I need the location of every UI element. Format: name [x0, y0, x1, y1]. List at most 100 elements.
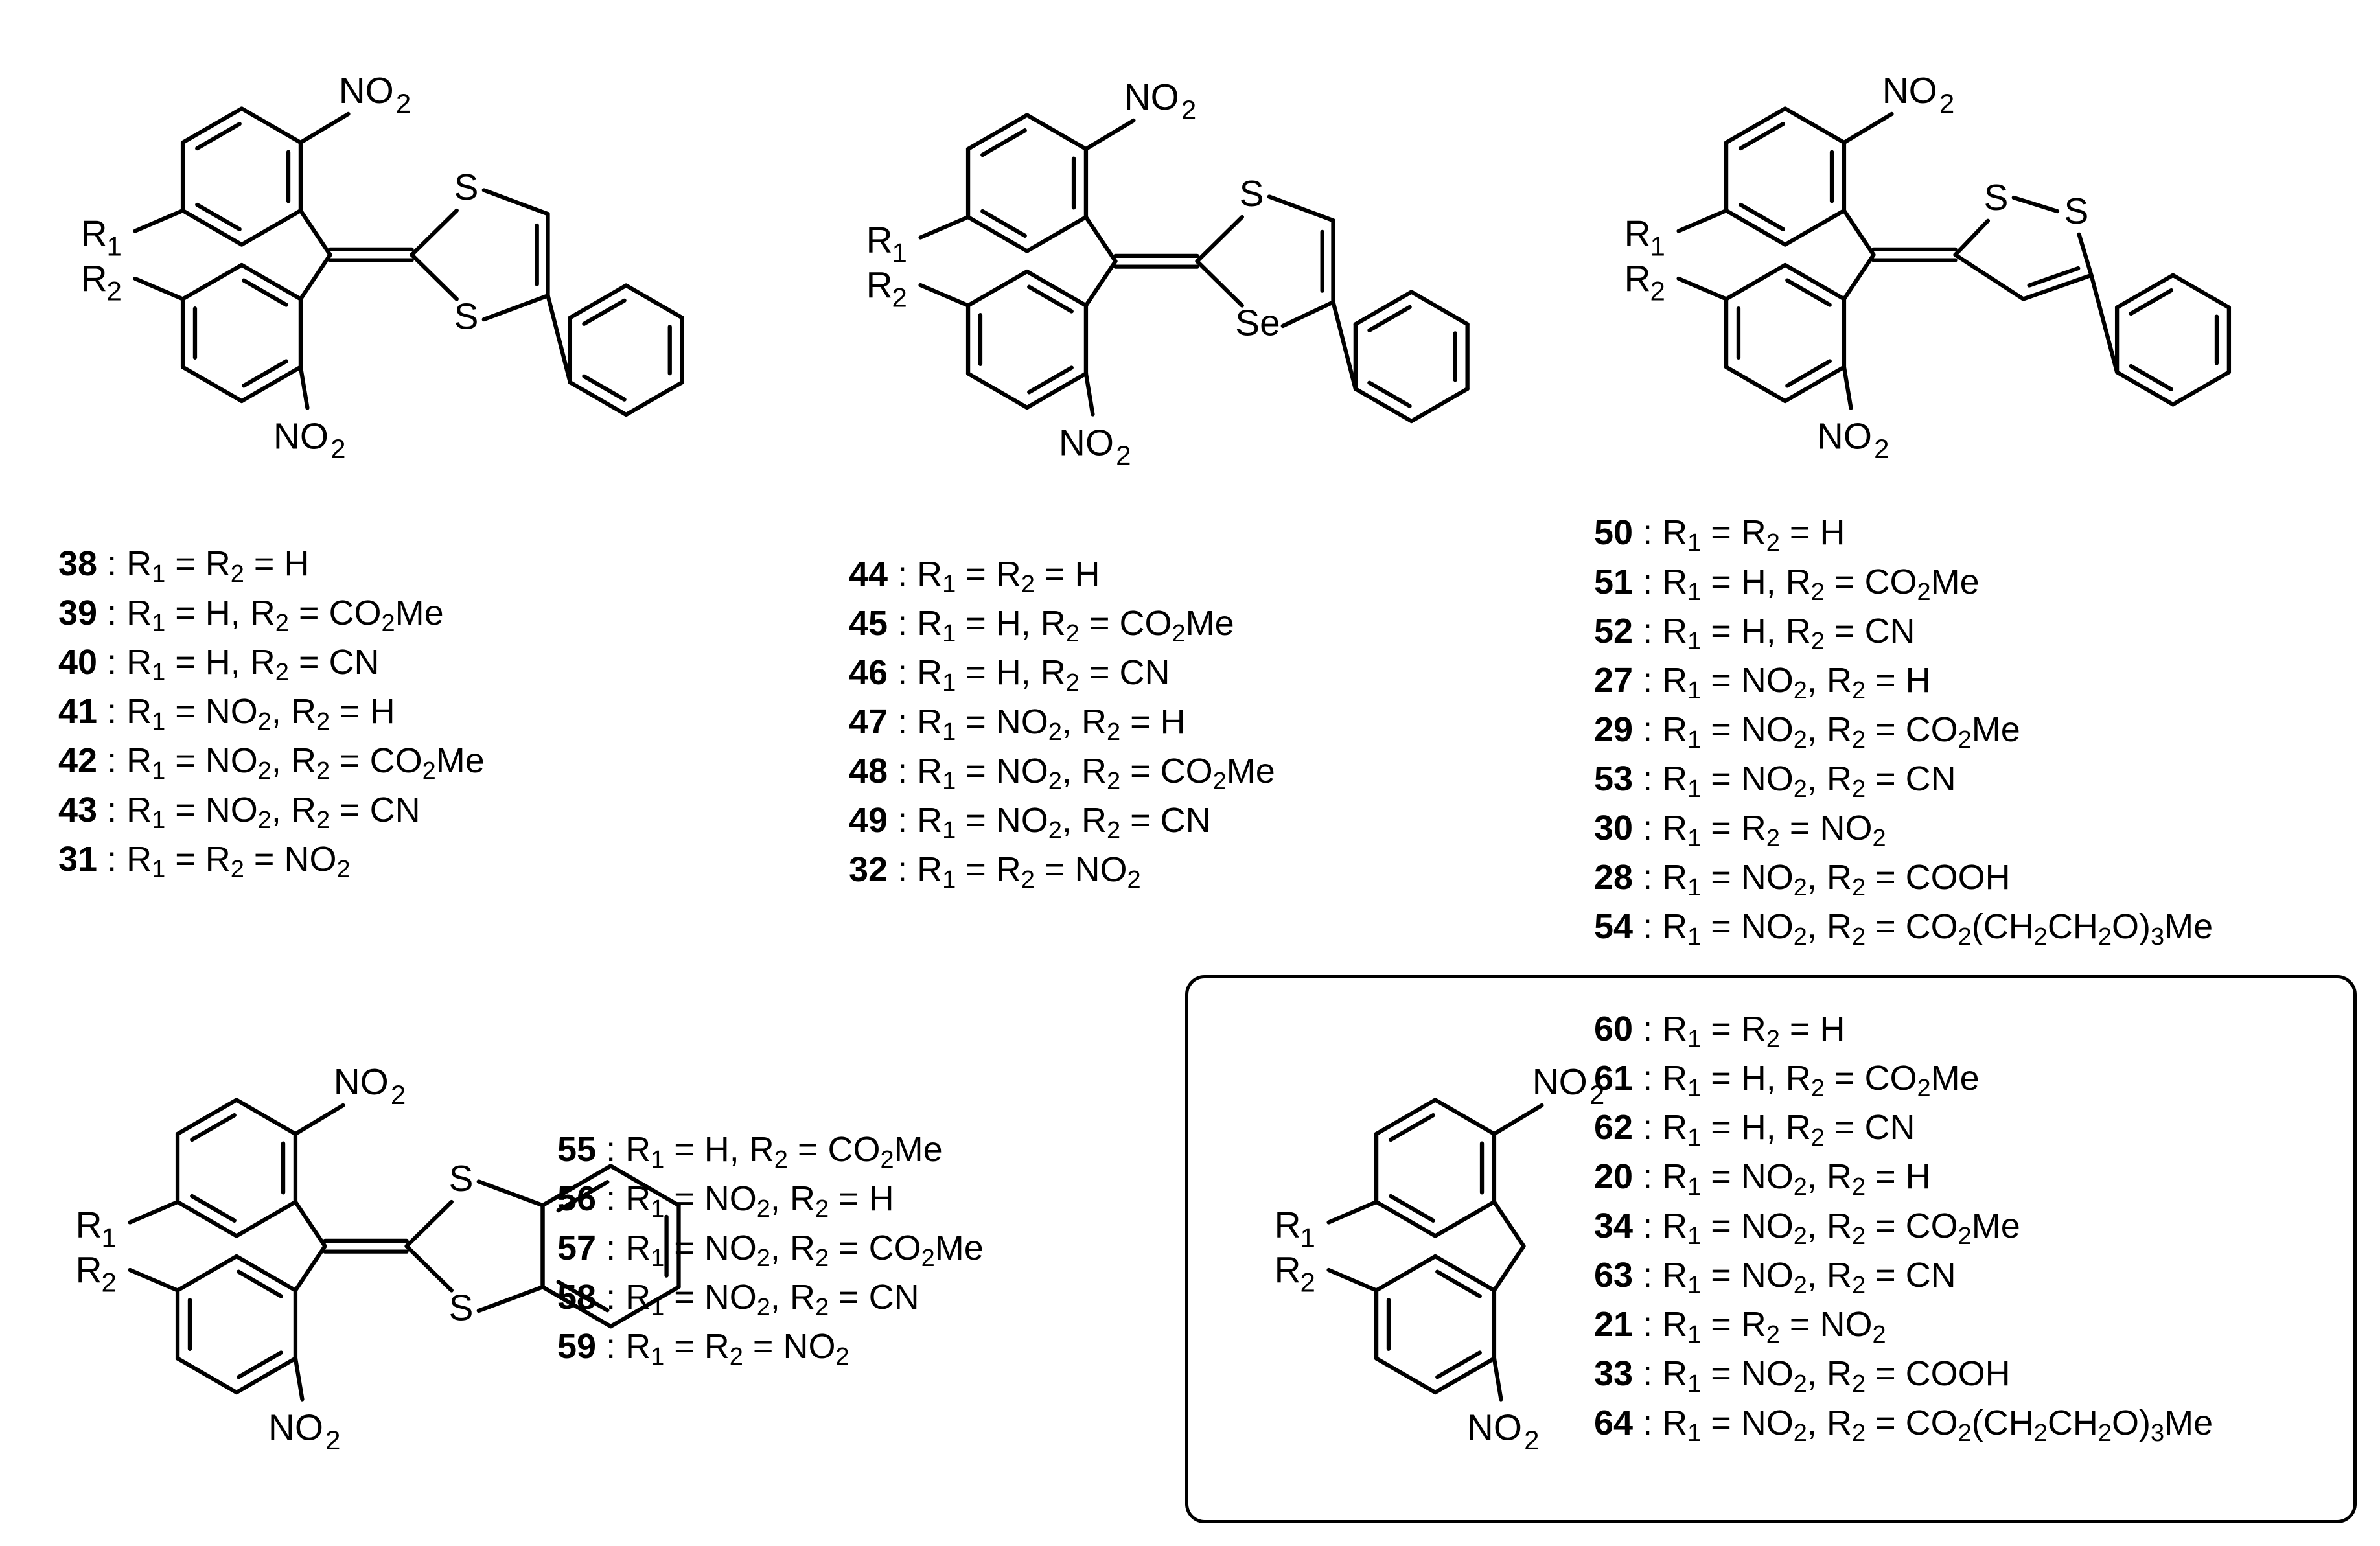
substituent-subscript: 2	[1793, 1420, 1807, 1447]
r-subscript: 1	[942, 620, 956, 647]
compound-number: 56	[557, 1179, 597, 1218]
r-subscript: 1	[1687, 529, 1702, 557]
r-subscript: 2	[1065, 669, 1080, 697]
substituent-value: CO	[1905, 1403, 1958, 1442]
nitro-label: NO	[1532, 1062, 1588, 1103]
r-subscript: 1	[1687, 825, 1702, 852]
compound-number: 39	[58, 594, 98, 632]
r-subscript: 2	[275, 659, 289, 686]
atom-subscript: 2	[1524, 1425, 1539, 1455]
r-subscript: 1	[1687, 1370, 1702, 1398]
r-label: R	[1826, 1354, 1852, 1393]
r1-label: R	[1275, 1205, 1301, 1246]
compound-entry: 46 : R1 = H, R2 = CN	[849, 653, 1170, 697]
substituent-subscript: 2	[381, 610, 395, 637]
substituent-value: H	[868, 1179, 894, 1218]
compound-number: 48	[849, 752, 888, 790]
ring-bond	[2011, 195, 2060, 214]
substituent-value: NO	[1740, 1354, 1794, 1393]
r-subscript: 1	[1687, 1223, 1702, 1250]
substituent-subscript: 2	[1793, 1223, 1807, 1250]
substituent-subscript: 2	[1917, 579, 1931, 606]
r-subscript: 2	[1766, 1321, 1780, 1348]
r-subscript: 1	[152, 560, 166, 588]
benzo-bond	[239, 106, 303, 145]
r-label: R	[1826, 1157, 1852, 1196]
compound-entry: 57 : R1 = NO2, R2 = CO2Me	[557, 1229, 984, 1272]
r-label: R	[1826, 710, 1852, 749]
r1-label: R	[1624, 214, 1651, 255]
r-label: R	[1662, 1354, 1688, 1393]
nitro-label: NO	[273, 416, 329, 457]
phenyl-bond	[2089, 273, 2120, 375]
substituent-value: NO	[995, 752, 1048, 790]
compound-number: 28	[1594, 858, 1634, 897]
substituent-value: H	[1820, 513, 1845, 552]
substituent-subscript: 2	[1793, 776, 1807, 803]
substituent-tail: Me	[894, 1130, 943, 1169]
nitro-bond	[293, 1356, 305, 1402]
benzo-bond	[180, 262, 244, 301]
substituent-subscript: 2	[1048, 817, 1062, 844]
atom-subscript: 2	[325, 1425, 340, 1455]
benzo-bond	[234, 1199, 298, 1238]
substituent-value: NO	[1740, 661, 1794, 700]
substituent-value: CN	[1864, 1108, 1915, 1147]
r-subscript: 1	[1687, 726, 1702, 754]
phenyl-bond	[1409, 386, 1470, 424]
substituent-subscript: 2	[1048, 768, 1062, 795]
substituent-tail: Me	[435, 741, 485, 780]
r-label: R	[1662, 858, 1688, 897]
substituent-subscript: 2	[1793, 874, 1807, 901]
phenyl-bond	[546, 294, 573, 385]
substituent-value: CN	[1905, 759, 1956, 798]
r-subscript: 2	[230, 856, 244, 883]
substituent-value: H	[1740, 1108, 1766, 1147]
r-label: R	[249, 594, 275, 632]
r-label: R	[1662, 661, 1688, 700]
benzo-bond	[1374, 1098, 1438, 1136]
r-subscript: 2	[1851, 677, 1866, 704]
r-label: R	[1662, 1256, 1688, 1295]
benzo-bond	[1783, 365, 1847, 404]
nitro-bond	[298, 365, 310, 410]
substituent-subscript: 2	[1917, 1075, 1931, 1102]
sulfur-label: S	[1984, 178, 2009, 218]
compound-number: 60	[1594, 1010, 1634, 1048]
r-label: R	[205, 840, 231, 879]
r-label: R	[1081, 801, 1107, 840]
benzo-bond	[608, 1164, 681, 1208]
double-bond	[556, 1180, 610, 1213]
benzo-bond	[175, 1356, 239, 1395]
benzo-bond	[1783, 262, 1847, 301]
r-label: R	[290, 692, 316, 731]
r-subscript: 1	[1687, 1420, 1702, 1447]
substituent-subscript: 2	[756, 1294, 770, 1321]
substituent-tail: Me	[1226, 752, 1275, 790]
r1-bond	[1326, 1199, 1379, 1225]
substituent-subscript: 2	[1793, 677, 1807, 704]
five-ring-bond	[1842, 208, 1876, 257]
benzo-bond	[540, 1164, 613, 1208]
nitro-label: NO	[1467, 1408, 1522, 1449]
r-subscript: 2	[1851, 1173, 1866, 1201]
phenyl-bond	[2171, 273, 2232, 310]
r-subscript: 1	[1687, 1026, 1702, 1053]
sulfur-label: S	[2064, 191, 2089, 232]
r-subscript: 2	[230, 560, 244, 588]
double-bond	[190, 1194, 237, 1223]
compound-number: 59	[557, 1327, 597, 1366]
compound-entry: 39 : R1 = H, R2 = CO2Me	[58, 594, 444, 637]
r-subscript: 1	[1687, 1272, 1702, 1299]
r-subscript: 2	[1851, 1420, 1866, 1447]
compound-number: 45	[849, 604, 888, 643]
compound-number: 32	[849, 850, 888, 889]
substituent-value: NO	[704, 1229, 757, 1267]
benzo-bond	[1724, 365, 1788, 404]
r-label: R	[917, 752, 943, 790]
substituent-subscript: 2	[257, 757, 272, 785]
compound-number: 43	[58, 790, 98, 829]
substituent-subscript: 2	[1793, 1272, 1807, 1299]
